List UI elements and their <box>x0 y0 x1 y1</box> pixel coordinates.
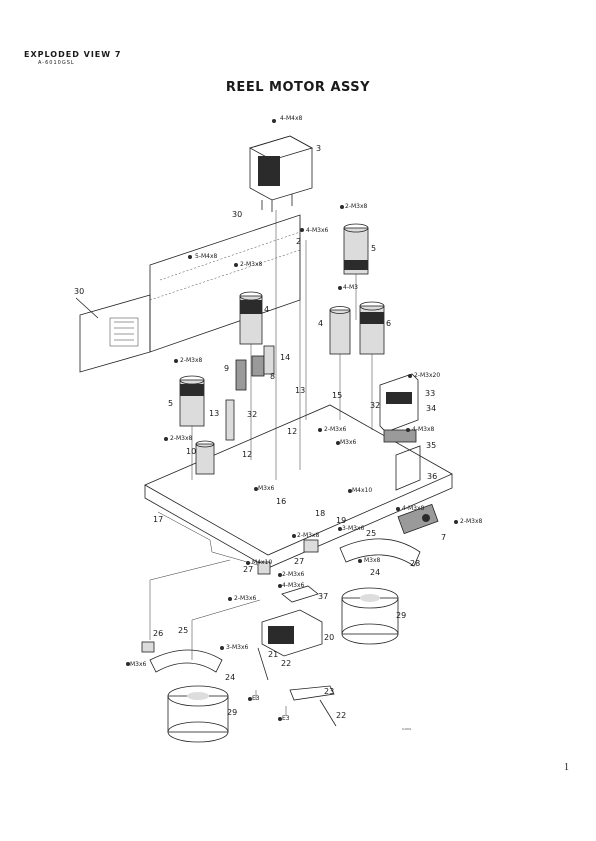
brake-arm-23 <box>289 685 335 701</box>
callout-label: 25 <box>178 626 188 635</box>
solenoid-7 <box>397 503 439 535</box>
callout-label: 2-M3x6 <box>324 426 347 433</box>
callout-label: 4-M3x6 <box>282 582 305 589</box>
callout-label: M3x6 <box>130 661 147 668</box>
callout-label: 18 <box>315 509 325 518</box>
callout-label: 2-M3x8 <box>240 261 263 268</box>
callout-label: 8 <box>270 372 275 381</box>
capacitor-5-top <box>343 223 369 275</box>
callout-label: 24 <box>225 673 235 682</box>
callout-label: 13 <box>295 386 305 395</box>
callout-label: 37 <box>318 592 328 601</box>
callout-label: 3 <box>316 144 321 153</box>
callout-label: M3x6 <box>258 485 275 492</box>
callout-label: 10 <box>186 447 196 456</box>
callout-label: M4x10 <box>252 559 272 566</box>
callout-label: 4-M3x8 <box>402 505 425 512</box>
view-number: EXPLODED VIEW 7 <box>24 50 122 59</box>
callout-label: 20 <box>324 633 334 642</box>
callout-label: 32 <box>247 410 257 419</box>
callout-label: 35 <box>426 441 436 450</box>
callout-label: 29 <box>396 611 406 620</box>
callout-label: 28 <box>410 559 420 568</box>
capacitor-4-right <box>329 306 351 355</box>
callout-label: 4 <box>264 305 269 314</box>
capacitor-5-lower <box>179 375 205 427</box>
callout-label: 2-M3x8 <box>345 203 368 210</box>
capacitor-6 <box>359 301 385 355</box>
capacitor-4-left <box>239 291 263 345</box>
bracket-37 <box>281 585 319 603</box>
callout-label: 3-M3x6 <box>226 644 249 651</box>
callout-label: 9 <box>224 364 229 373</box>
callout-label: M3x6 <box>340 439 357 446</box>
callout-label: 2 <box>296 237 301 246</box>
diagram-code: 0-0001 <box>402 727 412 731</box>
document-number: A-6010GSL <box>38 60 75 66</box>
frame-bracket <box>149 214 301 353</box>
capacitor-10 <box>195 440 215 475</box>
brake-band-right <box>339 538 421 567</box>
callout-label: 30 <box>232 210 242 219</box>
callout-label: 21 <box>268 650 278 659</box>
relay-bracket <box>379 373 421 491</box>
reel-motor-left <box>167 685 229 743</box>
brake-band-left <box>149 649 223 673</box>
callout-label: 6 <box>386 319 391 328</box>
callout-label: 2-M3x8 <box>297 532 320 539</box>
callout-label: 30 <box>74 287 84 296</box>
callout-label: 2-M3x20 <box>414 372 440 379</box>
transformer <box>248 135 314 212</box>
callout-label: E3 <box>252 695 260 702</box>
callout-labels: 4-M4x832-M3x8304-M3x6255-M4x82-M3x84-M33… <box>74 115 483 722</box>
callout-label: 36 <box>427 472 437 481</box>
callout-label: 19 <box>336 516 346 525</box>
callout-label: 2-M3x8 <box>180 357 203 364</box>
callout-label: 7 <box>441 533 446 542</box>
callout-label: 24 <box>370 568 380 577</box>
page-title: REEL MOTOR ASSY <box>225 80 371 95</box>
callout-label: 2-M3x8 <box>170 435 193 442</box>
callout-label: 12 <box>287 427 297 436</box>
callout-label: 33 <box>425 389 435 398</box>
callout-label: 2-M3x6 <box>282 571 305 578</box>
callout-label: M4x10 <box>352 487 372 494</box>
callout-label: E3 <box>282 715 290 722</box>
callout-label: 32 <box>370 401 380 410</box>
callout-label: 4-M3x8 <box>412 426 435 433</box>
callout-label: M3x8 <box>364 557 381 564</box>
callout-label: 3-M3x6 <box>342 525 365 532</box>
callout-label: 13 <box>209 409 219 418</box>
callout-label: 5 <box>371 244 376 253</box>
callout-label: 2-M3x6 <box>234 595 257 602</box>
callout-label: 12 <box>242 450 252 459</box>
callout-label: 15 <box>332 391 342 400</box>
callout-label: 2-M3x8 <box>460 518 483 525</box>
reel-motor-right <box>341 587 399 645</box>
terminal-block-20 <box>261 609 323 657</box>
callout-label: 25 <box>366 529 376 538</box>
page-number: 1 <box>564 762 569 773</box>
callout-label: 14 <box>280 353 290 362</box>
callout-label: 26 <box>153 629 163 638</box>
callout-label: 27 <box>294 557 304 566</box>
callout-label: 23 <box>324 687 334 696</box>
callout-label: 16 <box>276 497 286 506</box>
callout-label: 4-M3x6 <box>306 227 329 234</box>
callout-label: 34 <box>426 404 436 413</box>
callout-label: 29 <box>227 708 237 717</box>
callout-label: 5 <box>168 399 173 408</box>
callout-label: 17 <box>153 515 163 524</box>
callout-label: 4 <box>318 319 323 328</box>
callout-label: 5-M4x8 <box>195 253 218 260</box>
circuit-board <box>79 294 151 373</box>
callout-label: 4-M4x8 <box>280 115 303 122</box>
callout-label: 27 <box>243 565 253 574</box>
callout-label: 22 <box>281 659 291 668</box>
callout-label: 22 <box>336 711 346 720</box>
callout-label: 4-M3 <box>343 284 358 291</box>
